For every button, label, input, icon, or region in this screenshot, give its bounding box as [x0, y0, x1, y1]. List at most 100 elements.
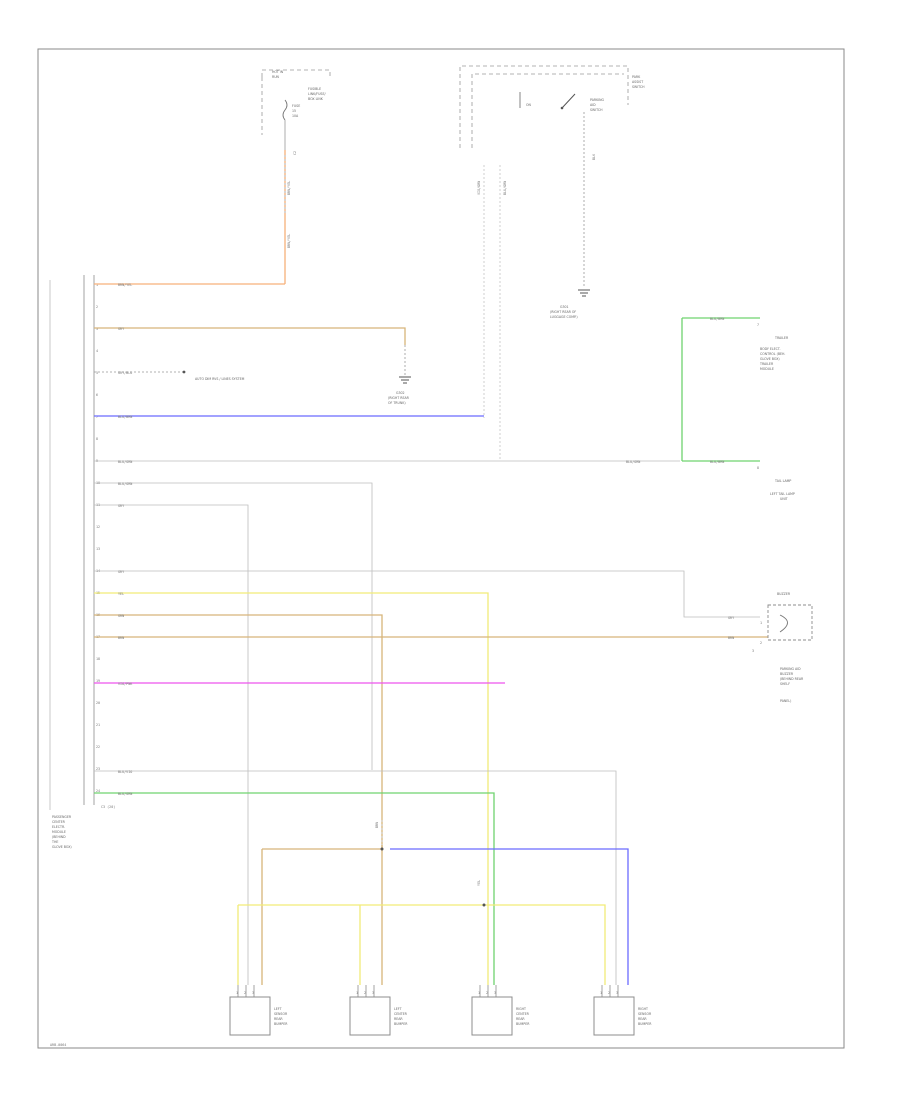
switch-name-2: AID [590, 103, 596, 107]
bus-blue [390, 848, 629, 985]
sensor-label: BUMPER [638, 1022, 652, 1026]
module-pin-label: 23 [96, 767, 100, 771]
buzzer-line-3: (BEHIND REAR [780, 677, 804, 681]
top-connector-code: C2 [293, 151, 297, 155]
module-a-line-4: TRAILER [759, 362, 774, 366]
fuse-box-label-3: BOX LINK [308, 97, 324, 101]
vertical-wire-code-3: BLU/GRN [503, 181, 507, 195]
switch-wire-code: BLK [592, 153, 596, 160]
module-b-line-2: UNIT [780, 497, 788, 501]
module-pin-label: 8 [96, 437, 98, 441]
module-a-head: TRAILER [774, 336, 789, 340]
buzzer-line-2: BUZZER [780, 672, 794, 676]
bus-yellow [237, 904, 606, 985]
wire-pin9-right-code: BLU/GRN [626, 460, 640, 464]
wire-pin19-code: VIO/PNK [118, 682, 133, 686]
buzzer-line-5: PANEL) [780, 699, 791, 703]
sensor-pin-label: 2 [608, 991, 610, 995]
sensor-pin-label: 2 [244, 991, 246, 995]
ground-symbol-1 [578, 289, 590, 297]
module-a-line-1: BODY ELECT. [760, 347, 781, 351]
bus-splice-1 [380, 847, 384, 851]
module-pin-label: 24 [96, 789, 100, 793]
sensor-pin-label: 3 [494, 991, 496, 995]
module-a-pin: 7 [757, 323, 759, 327]
wire-pin23-code: BLU/VIO [118, 770, 132, 774]
fuse-box-label-2: LINK/FUSE/ [308, 92, 326, 96]
sensor-label: REAR [516, 1017, 525, 1021]
sensor-label: REAR [638, 1017, 647, 1021]
sensor-label: CENTER [394, 1012, 408, 1016]
module-pin-label: 20 [96, 701, 100, 705]
fuse-box-title-1: HOT IN [272, 70, 284, 74]
wire-pin5-end [182, 370, 186, 374]
sensor-body [349, 996, 391, 1036]
switch-title-3: SWITCH [632, 85, 645, 89]
wire-pin24-code: BLU/GRN [118, 792, 132, 796]
sensor-label: REAR [274, 1017, 283, 1021]
wire-pin10-code: BLU/GRN [118, 482, 132, 486]
buzzer-pin-1: 1 [760, 621, 762, 625]
module-label-4: MODULE [52, 830, 66, 834]
vertical-wire-code-1: BRN/YEL [287, 181, 291, 195]
sensor-pin-label: 2 [364, 991, 366, 995]
sensor-label: REAR [394, 1017, 403, 1021]
sensor-label: BUMPER [274, 1022, 288, 1026]
switch-area: PARK ASSIST SWITCH ON PARKING AID SWITCH… [459, 65, 645, 319]
module-label-6: THE [51, 840, 58, 844]
ground-mid-3: OF TRUNK) [388, 401, 406, 405]
module-pin-label: 5 [96, 371, 98, 375]
module-pin-label: 2 [96, 305, 98, 309]
switch-outline [459, 65, 629, 148]
wire-pin15 [94, 592, 489, 985]
switch-title-1: PARK [632, 75, 641, 79]
sensor-label: SENSOR [638, 1012, 652, 1016]
vertical-wire-code-1b: BRN/YEL [287, 234, 291, 248]
top-fuse-area: HOT IN RUN FUSIBLE LINK/FUSE/ BOX LINK F… [261, 69, 331, 155]
sensor-label: LEFT [274, 1007, 282, 1011]
sensor-label: SENSOR [274, 1012, 288, 1016]
wire-pin14 [94, 570, 760, 618]
wire-pin17-code: BRN [118, 636, 124, 640]
sensor-pin-label: 2 [486, 991, 488, 995]
bus-tan [261, 845, 383, 985]
wire-pin16-code: GRN [118, 614, 124, 618]
green-link [681, 317, 760, 462]
module-label-3: ELECTR. [52, 825, 65, 829]
ground-symbol-2 [399, 376, 411, 384]
fuse-label-1: FUSE [292, 104, 300, 108]
wire-pin24 [94, 792, 495, 985]
module-pin-label: 22 [96, 745, 100, 749]
sensor-label: BUMPER [394, 1022, 408, 1026]
buzzer-line-1: PARKING AID [780, 667, 801, 671]
fuse-label-2: 15 [292, 109, 296, 113]
wire-pin1-code: BRN/YEL [118, 283, 132, 287]
wire-pin9-code: BLU/GRN [118, 460, 132, 464]
sensor-label: LEFT [394, 1007, 402, 1011]
wire-pin23 [94, 770, 617, 985]
module-pin-label: 13 [96, 547, 100, 551]
module-label-1: PASSENGER [52, 815, 72, 819]
footer-code: ARB-0064 [50, 1043, 66, 1047]
switch-outline-inner [471, 73, 624, 148]
bus-splice-2 [482, 903, 486, 907]
bus-code-2: YEL [477, 880, 481, 886]
right-modules: BLU/BRN 7 TRAILER BODY ELECT. CONTROL (B… [681, 317, 813, 703]
bus-code-1: BRN [375, 822, 379, 828]
module-pin-label: 19 [96, 679, 100, 683]
module-pin-label: 3 [96, 327, 98, 331]
wire-pin10 [94, 482, 373, 770]
fuse-box-label-1: FUSIBLE [308, 87, 321, 91]
wire-pin5-code: GRY/BLU [118, 371, 132, 375]
wire-pin5-dest: AUTO DIM RVS / LINES SYSTEM [195, 377, 245, 381]
fuse-label-3: 10A [292, 114, 299, 118]
module-connector-code: C3 (20) [101, 805, 115, 809]
passenger-center-module: 123456789101112131415161718192021222324 … [49, 275, 115, 849]
buzzer-pin-a: GRY [728, 616, 734, 620]
buzzer-box [767, 604, 813, 641]
wire-pin16 [94, 614, 383, 985]
module-label-2: CENTER [52, 820, 66, 824]
